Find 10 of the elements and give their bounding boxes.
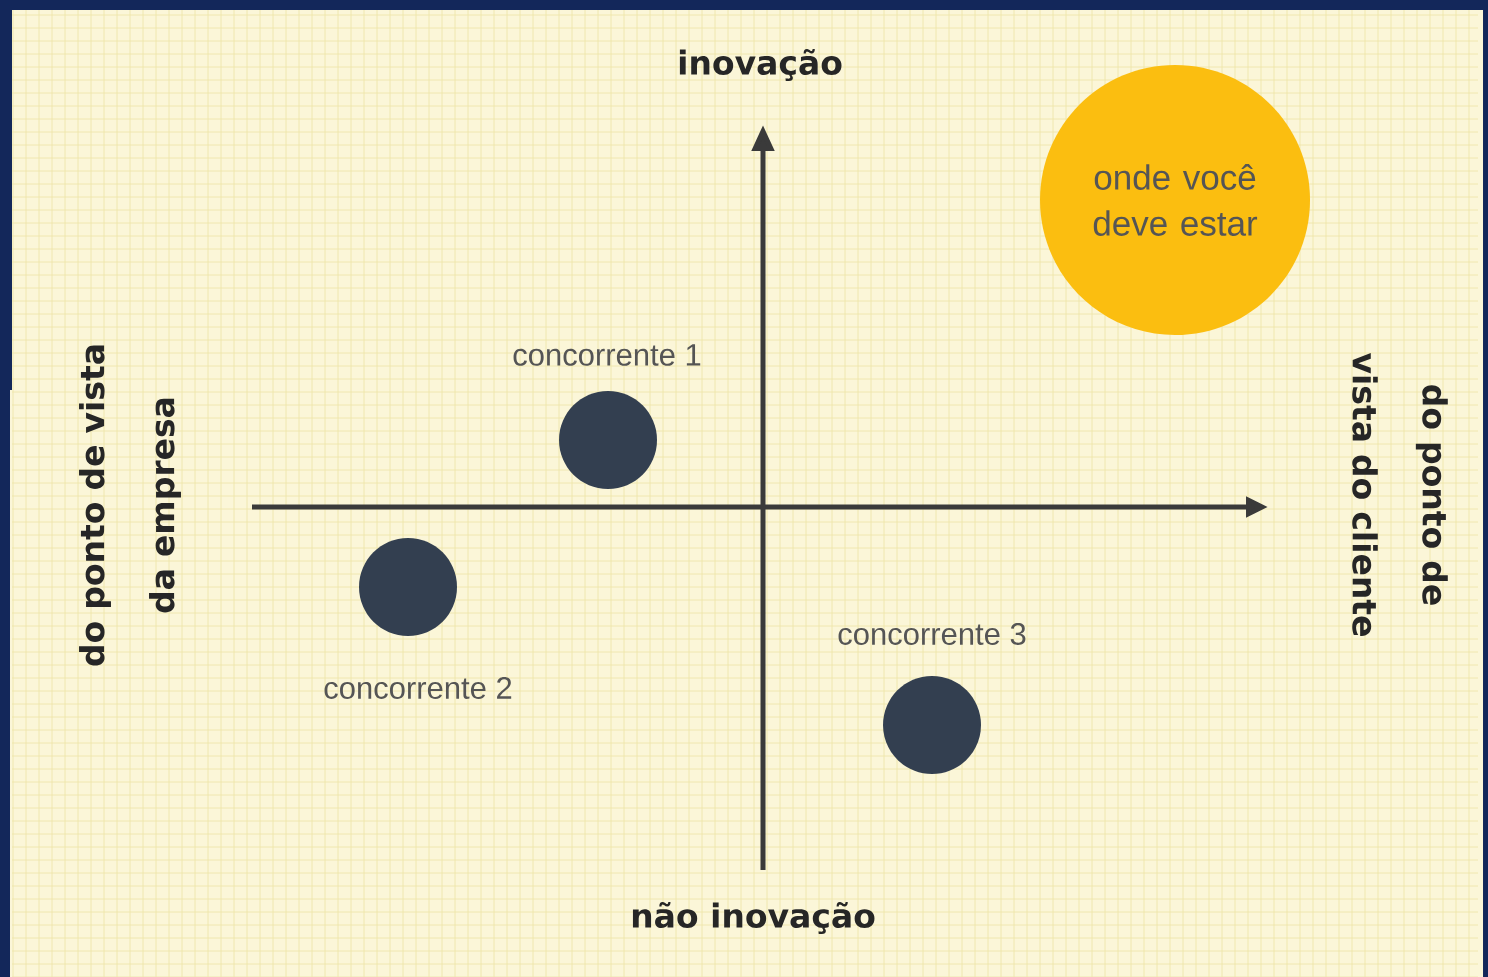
axis-label: não inovação xyxy=(632,901,875,935)
axis-label: inovação xyxy=(679,48,842,82)
axis-label: do ponto de vista da empresa xyxy=(79,345,181,666)
competitor-dot xyxy=(559,391,657,489)
competitor-dot xyxy=(359,538,457,636)
competitor-label: concorrente 2 xyxy=(324,677,512,699)
axis-label: do ponto de vista do cliente xyxy=(1352,353,1448,636)
competitor-dot xyxy=(883,676,981,774)
competitor-label: concorrente 1 xyxy=(513,344,701,366)
competitor-label: concorrente 3 xyxy=(838,623,1026,645)
